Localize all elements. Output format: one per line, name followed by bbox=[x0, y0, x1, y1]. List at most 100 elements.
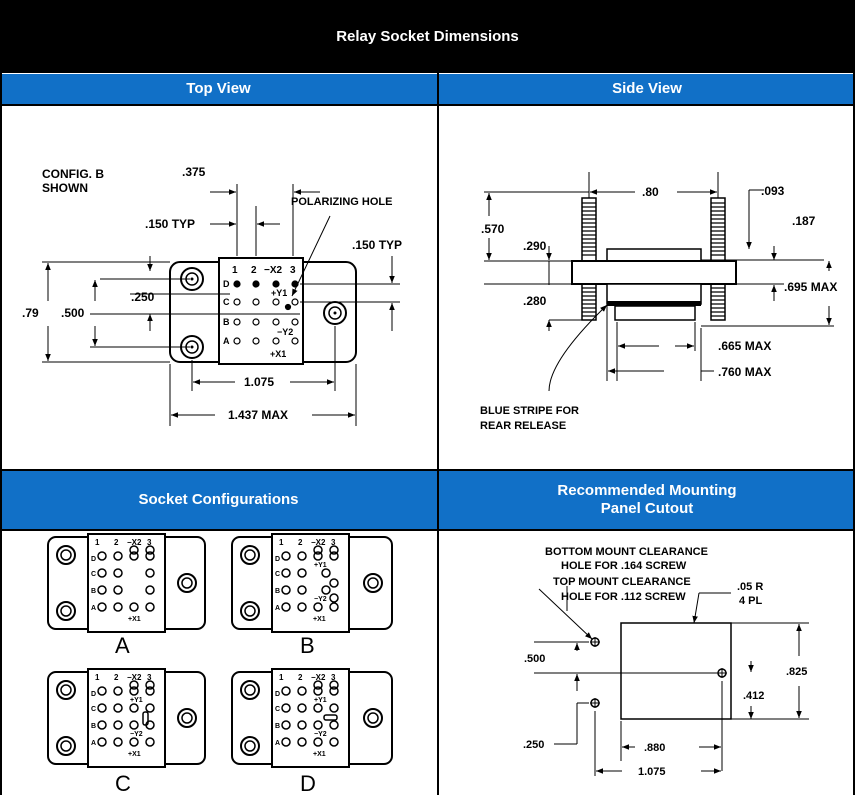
pin-label-y2: −Y2 bbox=[277, 327, 293, 337]
top-mount-note-1: TOP MOUNT CLEARANCE bbox=[553, 576, 691, 588]
dim-290: .290 bbox=[523, 239, 547, 253]
top-view-drawing: CONFIG. B SHOWN 1 2 −X2 3 D C B A +Y1 −Y… bbox=[22, 165, 402, 426]
mounting-hole-top-left bbox=[180, 267, 204, 291]
blue-stripe-note-2: REAR RELEASE bbox=[480, 420, 566, 432]
config-d-row-b: B bbox=[275, 723, 280, 730]
row-label-d: D bbox=[223, 279, 230, 289]
grid-line-left bbox=[0, 73, 2, 795]
dim-187: .187 bbox=[792, 214, 816, 228]
dim-570: .570 bbox=[481, 222, 505, 236]
config-c-pin-y2: −Y2 bbox=[130, 731, 143, 738]
config-d-pin-y1: +Y1 bbox=[314, 697, 327, 704]
config-b-row-d: D bbox=[275, 556, 280, 563]
mounting-hole-right bbox=[323, 301, 347, 325]
dim-80: .80 bbox=[642, 185, 659, 199]
config-c-col-x2: −X2 bbox=[127, 673, 142, 682]
dim-1437: 1.437 MAX bbox=[228, 408, 288, 422]
config-b-row-a: A bbox=[275, 605, 280, 612]
cutout-dim-880: .880 bbox=[644, 742, 665, 754]
dim-280: .280 bbox=[523, 294, 547, 308]
col-label-1: 1 bbox=[232, 265, 238, 276]
config-d-label: D bbox=[300, 771, 316, 795]
dim-375: .375 bbox=[182, 165, 206, 179]
config-b-pin-x1: +X1 bbox=[313, 616, 326, 623]
grid-line-h3 bbox=[0, 529, 855, 531]
config-b-label: B bbox=[300, 633, 315, 658]
config-d-col-2: 2 bbox=[298, 673, 303, 682]
row-label-a: A bbox=[223, 336, 230, 346]
config-d-row-d: D bbox=[275, 691, 280, 698]
socket-insert bbox=[218, 257, 304, 365]
config-a-col-3: 3 bbox=[147, 538, 152, 547]
config-d-pin-y2: −Y2 bbox=[314, 731, 327, 738]
mounting-header-line1: Recommended Mounting bbox=[557, 482, 737, 499]
top-view-header: Top View bbox=[0, 74, 437, 104]
col-label-x2: −X2 bbox=[264, 265, 283, 276]
mounting-cutout-drawing: BOTTOM MOUNT CLEARANCE HOLE FOR .164 SCR… bbox=[523, 546, 809, 778]
config-c-col-1: 1 bbox=[95, 673, 100, 682]
polarizing-hole-label: POLARIZING HOLE bbox=[291, 196, 392, 208]
socket-configurations-drawing: 1 2 −X2 3 D C B A +X1 A 1 2 −X2 3 bbox=[47, 533, 393, 795]
cutout-dim-825: .825 bbox=[786, 666, 807, 678]
cutout-dim-412: .412 bbox=[743, 690, 764, 702]
config-c-row-b: B bbox=[91, 723, 96, 730]
grid-line-h2 bbox=[0, 469, 855, 471]
config-b-label-2: SHOWN bbox=[42, 181, 88, 195]
config-b-label-1: CONFIG. B bbox=[42, 167, 104, 181]
dim-760-max: .760 MAX bbox=[718, 365, 771, 379]
pin-label-x1: +X1 bbox=[270, 349, 286, 359]
config-b-socket bbox=[231, 533, 393, 633]
config-c-col-2: 2 bbox=[114, 673, 119, 682]
dim-695-max: .695 MAX bbox=[784, 280, 837, 294]
config-a-label: A bbox=[115, 633, 130, 658]
dim-150-typ-right: .150 TYP bbox=[352, 238, 402, 252]
threaded-stud-right bbox=[710, 197, 726, 321]
config-a-col-1: 1 bbox=[95, 538, 100, 547]
config-a-pin-x1: +X1 bbox=[128, 616, 141, 623]
config-d-row-c: C bbox=[275, 706, 280, 713]
dim-093: .093 bbox=[761, 184, 785, 198]
threaded-stud-left bbox=[581, 197, 597, 321]
radius-note-2: 4 PL bbox=[739, 595, 763, 607]
config-d-col-1: 1 bbox=[279, 673, 284, 682]
socket-configurations-header: Socket Configurations bbox=[0, 471, 437, 529]
clearance-hole-right bbox=[717, 668, 727, 678]
blue-stripe bbox=[607, 301, 701, 306]
panel-cutout-rect bbox=[620, 622, 732, 720]
row-label-b: B bbox=[223, 317, 230, 327]
page-title: Relay Socket Dimensions bbox=[0, 0, 855, 73]
col-label-2: 2 bbox=[251, 265, 257, 276]
cutout-dim-1075: 1.075 bbox=[638, 766, 666, 778]
pin-label-y1: +Y1 bbox=[271, 288, 287, 298]
bottom-mount-note-1: BOTTOM MOUNT CLEARANCE bbox=[545, 546, 708, 558]
config-c-pin-x1: +X1 bbox=[128, 751, 141, 758]
config-d-pin-x1: +X1 bbox=[313, 751, 326, 758]
dim-150-typ-left: .150 TYP bbox=[145, 217, 195, 231]
col-label-3: 3 bbox=[290, 265, 296, 276]
socket-rear-insert bbox=[614, 305, 696, 321]
config-a-socket bbox=[47, 533, 206, 633]
config-b-row-b: B bbox=[275, 588, 280, 595]
config-d-row-a: A bbox=[275, 740, 280, 747]
dim-665-max: .665 MAX bbox=[718, 339, 771, 353]
socket-flange-side bbox=[571, 260, 737, 285]
mounting-header-line2: Panel Cutout bbox=[600, 500, 694, 517]
config-a-row-b: B bbox=[91, 588, 96, 595]
config-d-col-x2: −X2 bbox=[311, 673, 326, 682]
cutout-dim-250: .250 bbox=[523, 739, 544, 751]
config-a-row-a: A bbox=[91, 605, 96, 612]
config-c-socket bbox=[47, 668, 206, 768]
dim-500: .500 bbox=[61, 306, 85, 320]
dim-250: .250 bbox=[131, 290, 155, 304]
mounting-header: Recommended Mounting Panel Cutout bbox=[439, 471, 855, 529]
config-b-col-3: 3 bbox=[331, 538, 336, 547]
top-mount-note-2: HOLE FOR .112 SCREW bbox=[561, 591, 686, 603]
config-d-col-3: 3 bbox=[331, 673, 336, 682]
config-b-pin-y2: −Y2 bbox=[314, 596, 327, 603]
row-label-c: C bbox=[223, 297, 230, 307]
socket-top-section bbox=[606, 248, 702, 262]
config-c-pin-y1: +Y1 bbox=[130, 697, 143, 704]
radius-note-1: .05 R bbox=[737, 581, 763, 593]
bottom-mount-note-2: HOLE FOR .164 SCREW bbox=[561, 560, 687, 572]
